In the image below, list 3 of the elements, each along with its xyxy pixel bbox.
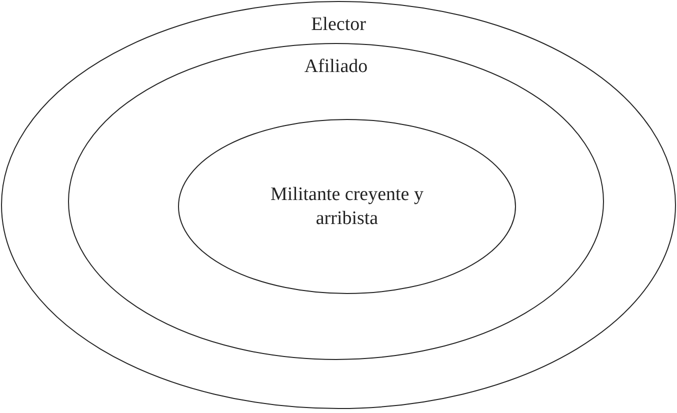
ellipse-label: Militante creyente y arribista <box>270 182 424 230</box>
ellipse-label: Afiliado <box>303 55 369 79</box>
ellipse-label: Elector <box>310 13 367 37</box>
